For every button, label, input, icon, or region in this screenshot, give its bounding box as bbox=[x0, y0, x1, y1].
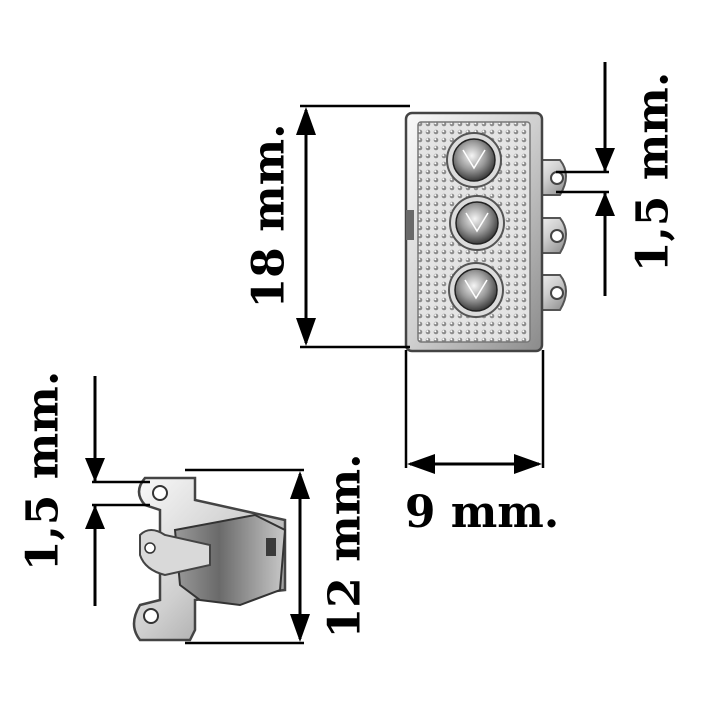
dimension-top-width bbox=[404, 350, 545, 474]
label-top-height: 18 mm. bbox=[244, 124, 295, 309]
dimension-top-ring-gap bbox=[556, 62, 615, 296]
top-clasp-stones bbox=[446, 132, 505, 318]
bottom-clasp-tongue bbox=[132, 476, 287, 642]
label-bottom-height: 12 mm. bbox=[320, 454, 371, 639]
top-clasp-box bbox=[404, 111, 567, 353]
dimension-bottom-height bbox=[185, 468, 310, 645]
dimension-top-height bbox=[296, 104, 410, 349]
label-top-ring-gap: 1,5 mm. bbox=[628, 72, 679, 272]
dimension-bottom-ring-gap bbox=[85, 376, 150, 606]
label-top-width: 9 mm. bbox=[405, 487, 559, 538]
label-bottom-ring-gap: 1,5 mm. bbox=[18, 371, 69, 571]
